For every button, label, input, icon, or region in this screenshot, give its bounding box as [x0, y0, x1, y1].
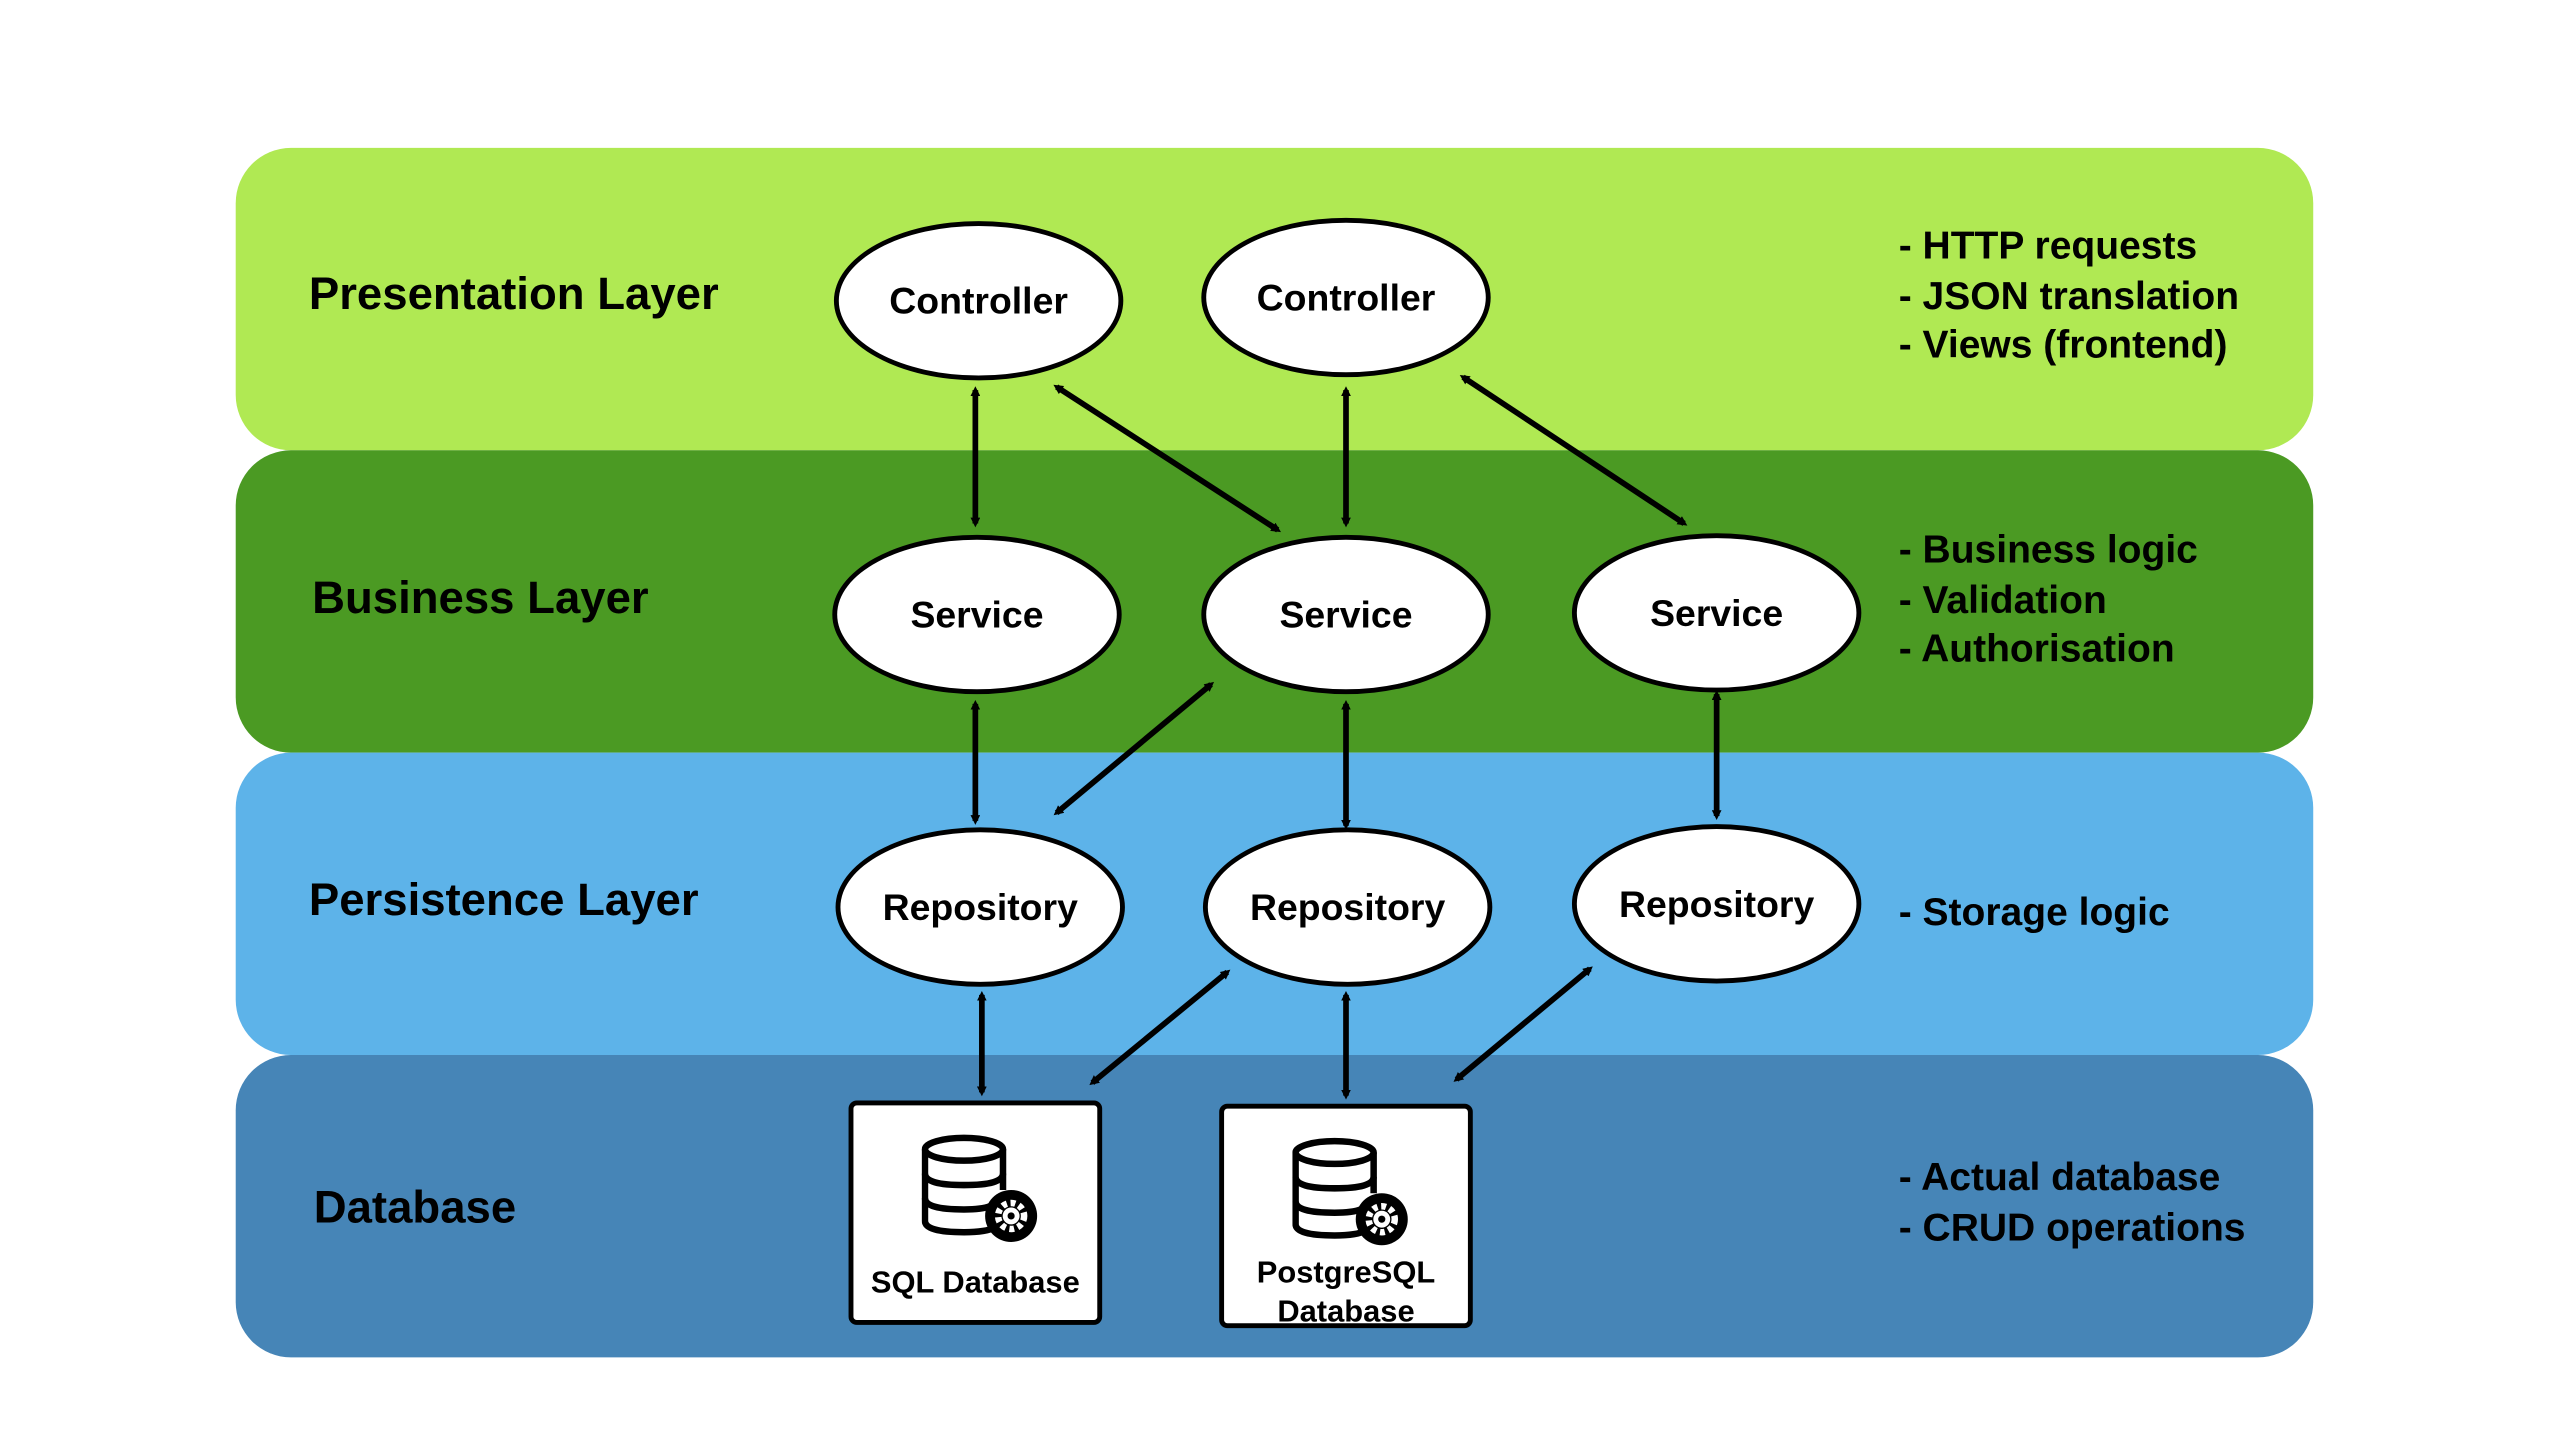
note-actual-database: - Actual database [1898, 1155, 2221, 1200]
controller-node: Controller [1201, 217, 1491, 378]
note-validation: - Validation [1898, 577, 2107, 622]
note-business-logic: - Business logic [1898, 528, 2198, 573]
postgresql-database-box: PostgreSQL Database [1219, 1103, 1473, 1330]
database-layer-notes: - Actual database - CRUD operations [1899, 1154, 2246, 1253]
service-node: Service [832, 534, 1122, 695]
postgresql-label-line2: Database [1277, 1295, 1415, 1330]
repository-node: Repository [1571, 824, 1862, 984]
note-views-frontend: - Views (frontend) [1898, 323, 2228, 368]
controller-node: Controller [833, 221, 1124, 381]
presentation-layer-title: Presentation Layer [308, 268, 719, 319]
persistence-layer-notes: - Storage logic [1899, 889, 2170, 939]
presentation-layer-notes: - HTTP requests - JSON translation - Vie… [1899, 223, 2239, 372]
note-json-translation: - JSON translation [1898, 273, 2240, 318]
sql-database-box: SQL Database [848, 1100, 1103, 1325]
persistence-layer-title: Persistence Layer [308, 874, 699, 925]
database-layer-title: Database [313, 1181, 517, 1233]
business-layer-notes: - Business logic - Validation - Authoris… [1899, 527, 2198, 676]
repository-node: Repository [835, 827, 1125, 987]
note-authorisation: - Authorisation [1898, 627, 2175, 672]
database-gear-icon [1292, 1137, 1408, 1246]
business-layer-title: Business Layer [312, 572, 649, 623]
postgresql-database-label: PostgreSQL Database [1224, 1255, 1468, 1333]
sql-database-label: SQL Database [870, 1266, 1080, 1301]
note-http-requests: - HTTP requests [1898, 224, 2198, 269]
database-gear-icon [921, 1134, 1038, 1242]
note-crud-operations: - CRUD operations [1898, 1205, 2246, 1250]
repository-node: Repository [1202, 827, 1493, 987]
service-node: Service [1201, 534, 1491, 695]
note-storage-logic: - Storage logic [1898, 890, 2170, 935]
service-node: Service [1571, 533, 1862, 693]
postgresql-label-line1: PostgreSQL [1256, 1256, 1436, 1291]
